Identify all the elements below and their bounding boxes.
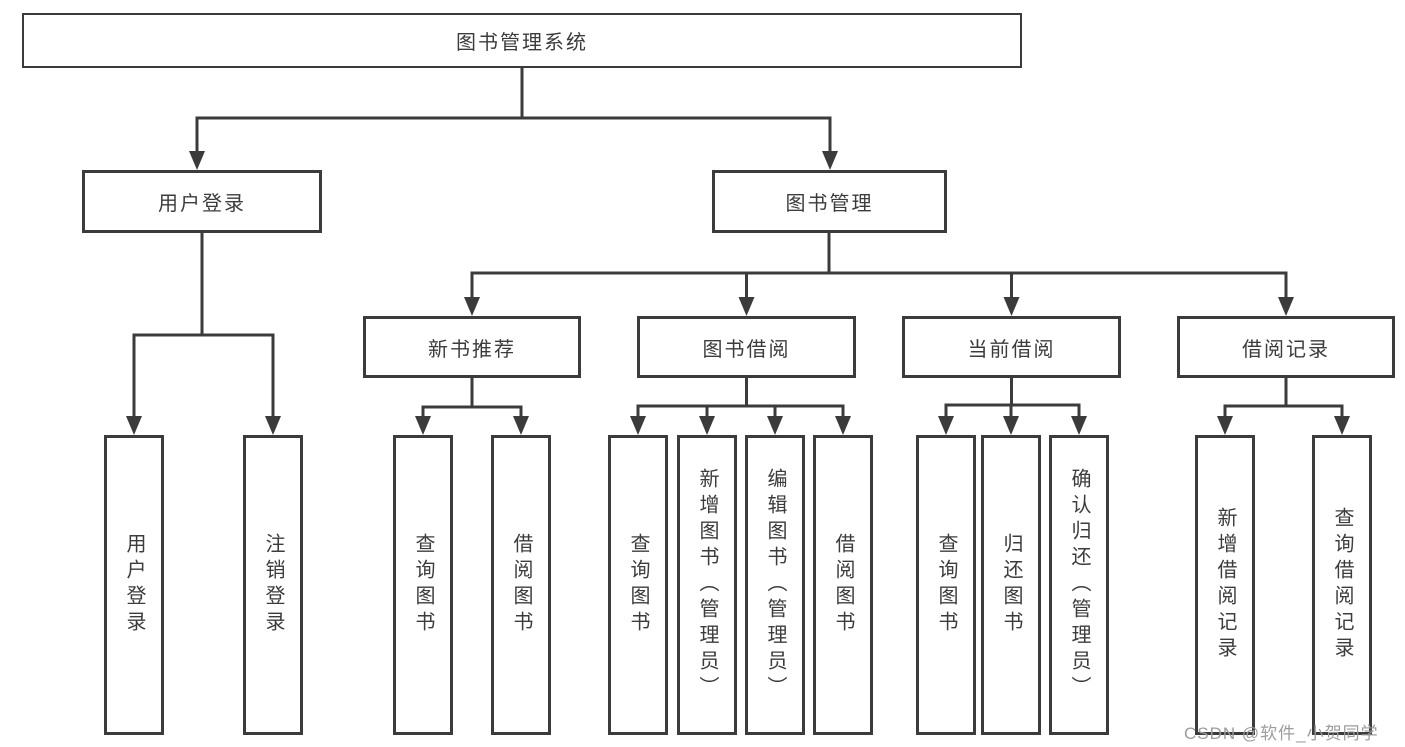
leaf-label: 查询图书 <box>935 533 957 637</box>
arrowhead-icon <box>1334 416 1350 435</box>
leaf-edit-book-admin: 编辑图书（管理员） <box>745 435 805 735</box>
node-current-borrow: 当前借阅 <box>902 316 1121 378</box>
arrowhead-icon <box>835 416 851 435</box>
connector-book-mgmt-to-level3 <box>464 233 1294 316</box>
leaf-label: 借阅图书 <box>510 533 532 637</box>
leaf-label: 查询图书 <box>412 533 434 637</box>
leaf-logout: 注销登录 <box>243 435 303 735</box>
leaf-query-book: 查询图书 <box>608 435 668 735</box>
arrowhead-icon <box>1278 297 1294 316</box>
leaf-label: 查询借阅记录 <box>1331 507 1353 663</box>
arrowhead-icon <box>189 151 205 170</box>
connector-book-borrow-to-leaves <box>630 378 851 435</box>
node-label: 用户登录 <box>158 193 246 215</box>
connector-root-to-level2 <box>189 68 838 170</box>
arrowhead-icon <box>1217 416 1233 435</box>
leaf-label: 借阅图书 <box>832 533 854 637</box>
node-label: 图书借阅 <box>702 338 791 361</box>
leaf-label: 确认归还（管理员） <box>1068 468 1090 702</box>
arrowhead-icon <box>767 416 783 435</box>
arrowhead-icon <box>1003 416 1019 435</box>
connector-user-login-to-leaves <box>126 233 281 435</box>
leaf-add-borrow-record: 新增借阅记录 <box>1195 435 1255 735</box>
leaf-borrow-book-recommend: 借阅图书 <box>491 435 551 735</box>
node-label: 图书管理系统 <box>456 32 588 54</box>
arrowhead-icon <box>513 416 529 435</box>
connector-borrow-record-to-leaves <box>1217 378 1350 435</box>
connector-new-book-to-leaves <box>415 378 529 435</box>
arrowhead-icon <box>822 151 838 170</box>
arrowhead-icon <box>1071 416 1087 435</box>
node-user-login: 用户登录 <box>82 170 322 233</box>
leaf-label: 注销登录 <box>262 533 284 637</box>
arrowhead-icon <box>630 416 646 435</box>
arrowhead-icon <box>265 416 281 435</box>
leaf-label: 新增图书（管理员） <box>696 468 718 702</box>
leaf-label: 新增借阅记录 <box>1214 507 1236 663</box>
arrowhead-icon <box>699 416 715 435</box>
node-new-book-recommend: 新书推荐 <box>363 316 581 378</box>
arrowhead-icon <box>415 416 431 435</box>
arrowhead-icon <box>464 297 480 316</box>
node-book-management: 图书管理 <box>712 170 947 233</box>
leaf-label: 查询图书 <box>627 533 649 637</box>
leaf-query-borrow-record: 查询借阅记录 <box>1312 435 1372 735</box>
node-label: 借阅记录 <box>1242 338 1330 361</box>
node-borrow-records: 借阅记录 <box>1177 316 1395 378</box>
leaf-label: 用户登录 <box>123 533 145 637</box>
arrowhead-icon <box>738 297 755 316</box>
node-label: 当前借阅 <box>967 338 1056 361</box>
arrowhead-icon <box>938 416 954 435</box>
leaf-query-current-borrow: 查询图书 <box>916 435 976 735</box>
leaf-borrow-book: 借阅图书 <box>813 435 873 735</box>
node-label: 图书管理 <box>785 193 874 215</box>
leaf-label: 归还图书 <box>1000 533 1022 637</box>
node-root-system: 图书管理系统 <box>22 13 1022 68</box>
leaf-confirm-return-admin: 确认归还（管理员） <box>1049 435 1109 735</box>
arrowhead-icon <box>1003 297 1020 316</box>
node-book-borrow: 图书借阅 <box>637 316 856 378</box>
arrowhead-icon <box>126 416 142 435</box>
connector-current-borrow-to-leaves <box>938 378 1087 435</box>
leaf-return-book: 归还图书 <box>981 435 1041 735</box>
leaf-label: 编辑图书（管理员） <box>764 468 786 702</box>
leaf-add-book-admin: 新增图书（管理员） <box>677 435 737 735</box>
leaf-query-book-recommend: 查询图书 <box>393 435 453 735</box>
node-label: 新书推荐 <box>428 338 516 361</box>
leaf-user-login: 用户登录 <box>104 435 164 735</box>
csdn-watermark: CSDN @软件_小贺同学 <box>1184 724 1379 743</box>
